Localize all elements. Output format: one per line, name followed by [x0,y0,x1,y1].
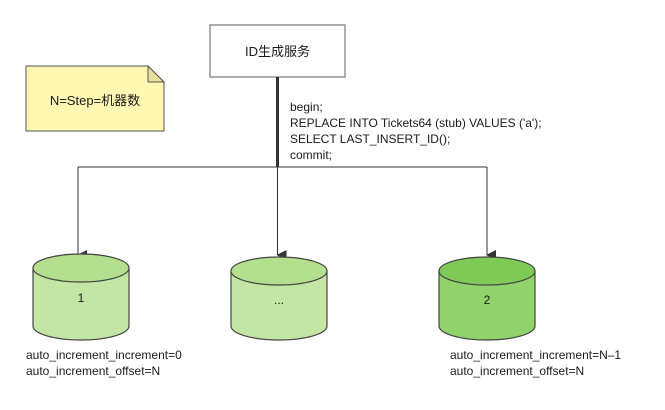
database-cylinder-middle: ... [230,256,328,341]
database-label-2: 2 [484,293,491,307]
sql-line: commit; [290,148,332,162]
config-right-offset: auto_increment_offset=N [450,364,584,378]
sql-line: begin; [290,100,323,114]
config-left: auto_increment_increment=0 auto_incremen… [26,348,182,378]
config-left-offset: auto_increment_offset=N [26,364,160,378]
config-right: auto_increment_increment=N–1 auto_increm… [450,348,621,378]
database-label-1: 1 [78,291,85,305]
step-note-text: N=Step=机器数 [50,93,140,108]
config-right-increment: auto_increment_increment=N–1 [450,348,621,362]
step-note: N=Step=机器数 [25,64,166,132]
sql-line: REPLACE INTO Tickets64 (stub) VALUES ('a… [290,116,542,130]
database-cylinder-2: 2 [438,256,536,341]
sql-line: SELECT LAST_INSERT_ID(); [290,132,450,146]
config-left-increment: auto_increment_increment=0 [26,348,182,362]
id-service-box: ID生成服务 [209,24,346,78]
id-service-label: ID生成服务 [245,44,310,59]
database-cylinder-1: 1 [32,253,130,341]
database-label-middle: ... [274,293,284,307]
sql-block: begin; REPLACE INTO Tickets64 (stub) VAL… [290,100,542,162]
